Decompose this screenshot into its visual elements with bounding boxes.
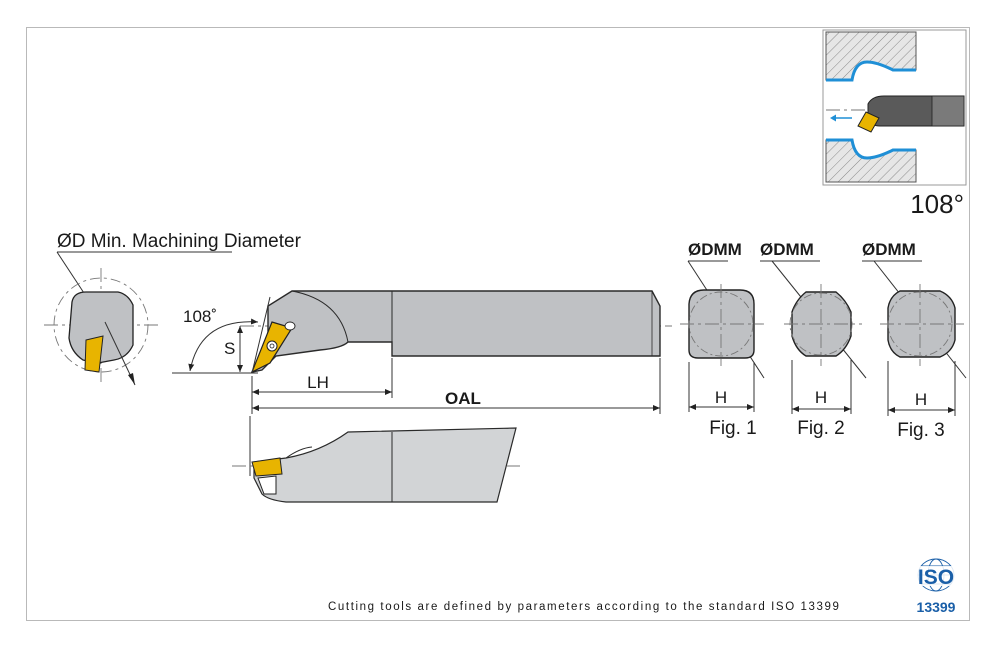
fig3-dmm-label: ØDMM: [862, 240, 916, 259]
fig2-h-label: H: [815, 388, 827, 407]
coolant-hole: [284, 321, 296, 331]
inset-tool-shank: [931, 95, 965, 127]
iso-13399-logo: ISO 13399: [910, 558, 962, 615]
fig3-section-shape: [887, 290, 956, 358]
fig1-cross-section: ØDMM H Fig. 1: [680, 240, 765, 439]
diameter-arrow-head: [128, 373, 135, 385]
main-side-view: 108˚ S LH OAL: [172, 290, 672, 414]
dim-s-label: S: [224, 339, 235, 358]
min-machining-diameter-label: ØD Min. Machining Diameter: [57, 231, 302, 252]
angle-arc: [188, 318, 259, 372]
fig1-dmm-label: ØDMM: [688, 240, 742, 259]
end-view-insert: [84, 335, 104, 373]
fig1-h-label: H: [715, 388, 727, 407]
inset-angle-label: 108°: [910, 189, 964, 219]
bottom-clamp: [257, 475, 277, 495]
bottom-side-view: [232, 416, 520, 503]
drawing-frame: [26, 27, 970, 621]
fig3-h-label: H: [915, 390, 927, 409]
iso-text-backdrop: [910, 566, 962, 586]
machined-profile-top: [826, 60, 916, 82]
insert-screw: [266, 340, 278, 352]
fig3-dmm-circle: [887, 291, 953, 357]
fig2-dmm-circle: [789, 292, 853, 356]
fig1-section-shape: [688, 289, 755, 359]
screw-socket: [269, 343, 275, 349]
main-angle-label: 108˚: [183, 307, 217, 326]
dim-oal-label: OAL: [445, 389, 481, 408]
feed-arrow-head: [830, 114, 836, 122]
bottom-insert: [251, 457, 283, 477]
machined-profile-bottom: [826, 138, 916, 160]
iso-logo-number: 13399: [917, 599, 956, 615]
fig1-dmm-circle: [688, 291, 754, 357]
fig2-caption: Fig. 2: [797, 418, 845, 439]
bottom-tool-body: [253, 427, 517, 503]
bottom-chipflute: [285, 446, 313, 459]
iso-logo-text: ISO: [918, 566, 954, 589]
fig3-cross-section: ØDMM H Fig. 3: [862, 240, 967, 441]
inset-insert: [857, 111, 880, 133]
standard-footnote: Cutting tools are defined by parameters …: [328, 601, 841, 613]
fig2-cross-section: ØDMM H Fig. 2: [760, 240, 867, 439]
tool-shank: [250, 290, 661, 373]
dim-lh-label: LH: [307, 373, 329, 392]
shank-section: [68, 291, 134, 364]
head-contour: [291, 290, 349, 343]
fig2-dmm-label: ØDMM: [760, 240, 814, 259]
boring-inset-view: 108°: [822, 29, 967, 219]
fig3-caption: Fig. 3: [897, 420, 945, 441]
fig1-caption: Fig. 1: [709, 418, 757, 439]
end-view-left: ØD Min. Machining Diameter: [44, 231, 302, 386]
